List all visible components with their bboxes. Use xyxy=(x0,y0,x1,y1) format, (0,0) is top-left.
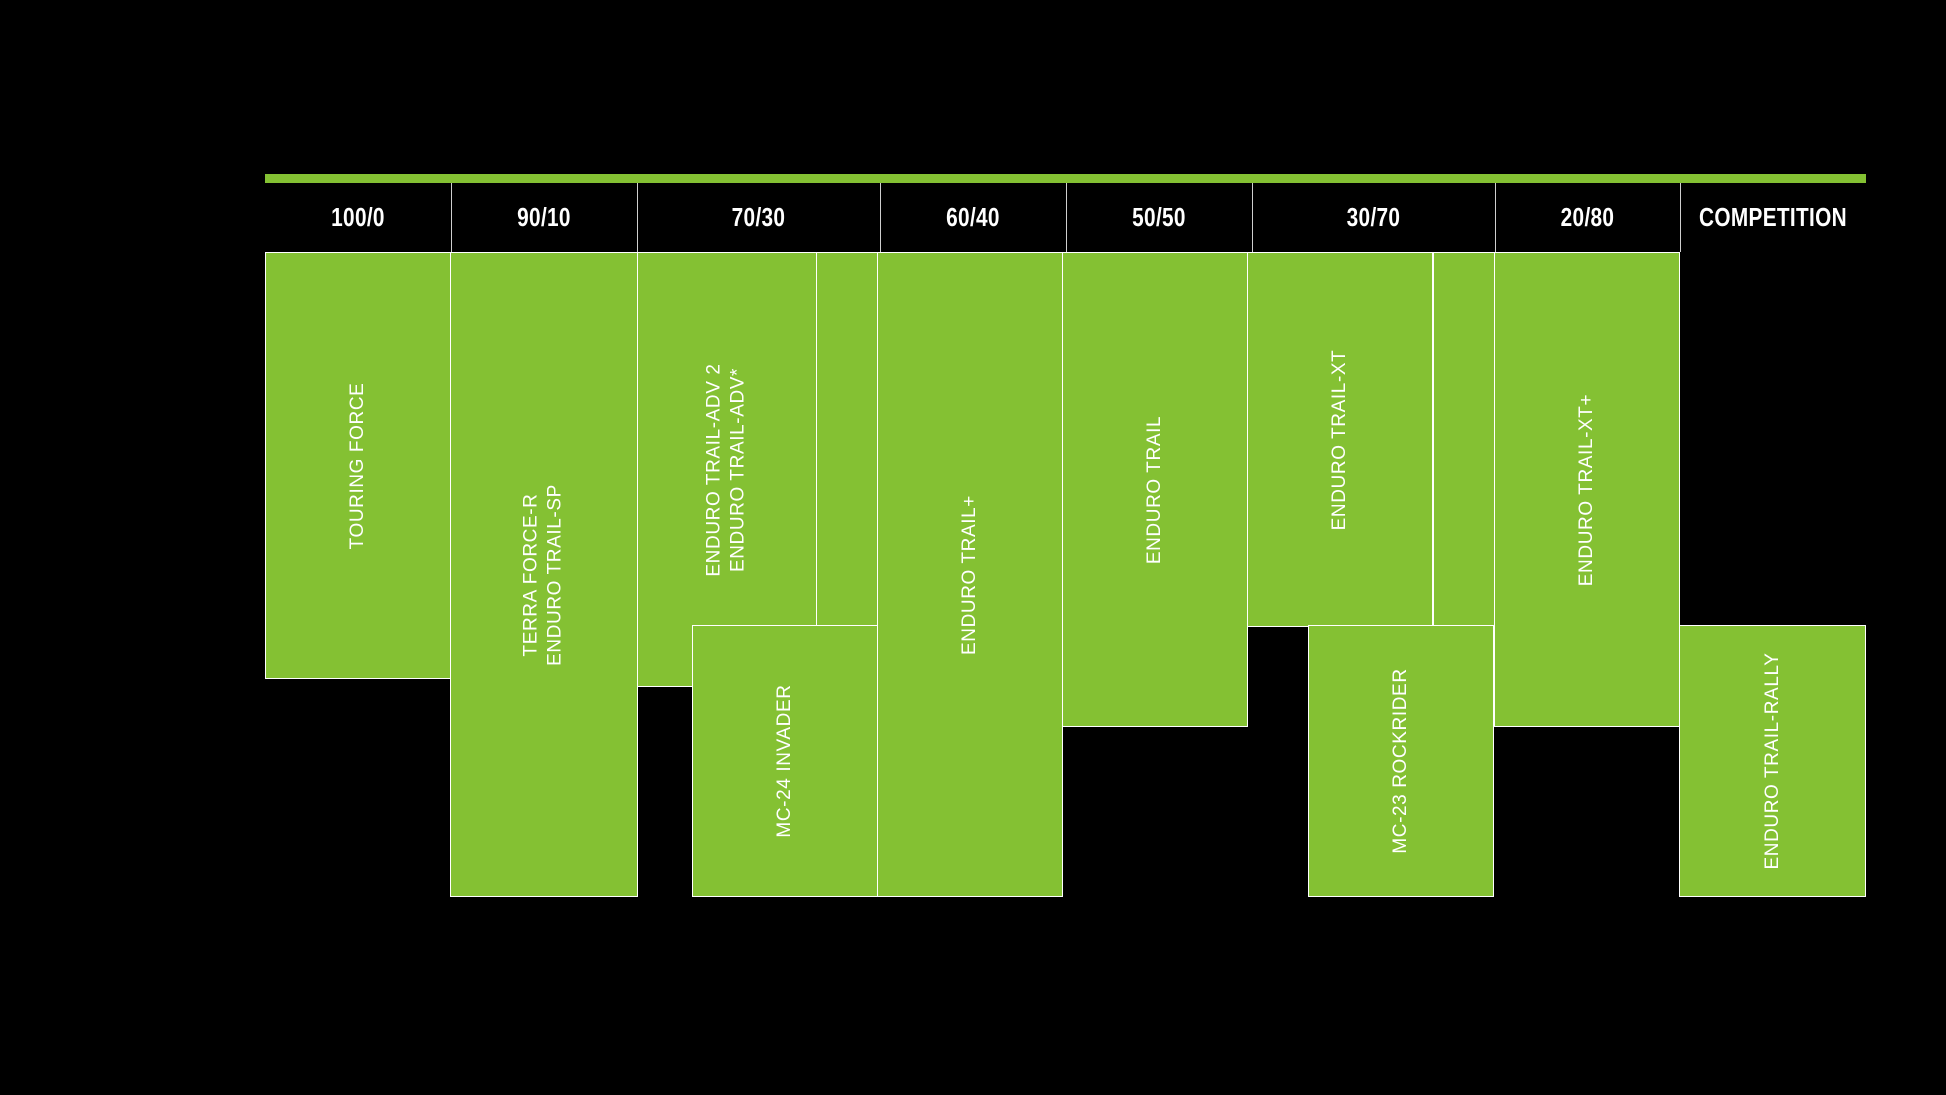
bar-mc-24-invader: MC-24 INVADER xyxy=(692,625,878,897)
bar-label: ENDURO TRAIL-XT+ xyxy=(1575,393,1597,586)
top-accent-rule xyxy=(265,174,1866,183)
header-divider xyxy=(637,183,638,252)
header-divider xyxy=(1252,183,1253,252)
bar-label-group: ENDURO TRAIL-RALLY xyxy=(1761,652,1783,869)
bar-label: TERRA FORCE-R xyxy=(520,493,542,656)
bar-enduro-trail-xt-: ENDURO TRAIL-XT+ xyxy=(1494,252,1680,727)
column-header-70-30: 70/30 xyxy=(731,202,786,232)
bar-label-group: ENDURO TRAIL+ xyxy=(959,494,981,654)
header-divider xyxy=(1495,183,1496,252)
column-header-30-70: 30/70 xyxy=(1346,202,1401,232)
column-header-60-40: 60/40 xyxy=(946,202,1000,232)
bar-label: ENDURO TRAIL-ADV 2 xyxy=(703,362,725,577)
bar-label-group: TOURING FORCE xyxy=(347,382,369,549)
column-header-competition: COMPETITION xyxy=(1699,202,1847,232)
bar-enduro-trail-: ENDURO TRAIL+ xyxy=(877,252,1063,897)
bar-label: TOURING FORCE xyxy=(346,382,368,549)
header-divider xyxy=(1680,183,1681,252)
bar-label-group: ENDURO TRAIL xyxy=(1144,415,1166,563)
column-header-20-80: 20/80 xyxy=(1560,202,1615,232)
bar-label: ENDURO TRAIL xyxy=(1143,415,1165,564)
column-header-50-50: 50/50 xyxy=(1132,202,1186,232)
column-header-band: 100/0 90/10 70/30 60/40 50/50 30/70 20/80 COMPE… xyxy=(265,183,1866,252)
bar-label: ENDURO TRAIL-RALLY xyxy=(1761,652,1783,870)
column-header-90-10: 90/10 xyxy=(517,202,571,232)
column-header-100-0: 100/0 xyxy=(331,202,385,232)
bar-filler-8 xyxy=(1433,252,1495,627)
bar-label: ENDURO TRAIL-ADV* xyxy=(728,367,749,572)
bar-enduro-trail-xt: ENDURO TRAIL-XT xyxy=(1247,252,1433,627)
bar-filler-3 xyxy=(816,252,878,627)
bar-label-group: MC-24 INVADER xyxy=(774,684,796,837)
header-divider xyxy=(451,183,452,252)
bar-mc-23-rockrider: MC-23 ROCKRIDER xyxy=(1308,625,1494,897)
bar-label: ENDURO TRAIL+ xyxy=(958,494,980,655)
bar-label-group: ENDURO TRAIL-XT+ xyxy=(1576,393,1598,585)
bar-label: MC-23 ROCKRIDER xyxy=(1389,668,1411,854)
bar-label: ENDURO TRAIL-XT xyxy=(1328,349,1350,530)
bar-label: MC-24 INVADER xyxy=(773,684,795,838)
bar-touring-force: TOURING FORCE xyxy=(265,252,451,679)
bar-enduro-trail-rally: ENDURO TRAIL-RALLY xyxy=(1679,625,1866,897)
header-divider xyxy=(1066,183,1067,252)
bar-label: ENDURO TRAIL-SP xyxy=(545,483,566,666)
bar-enduro-trail: ENDURO TRAIL xyxy=(1062,252,1248,727)
bar-label-group: MC-23 ROCKRIDER xyxy=(1390,668,1412,853)
header-divider xyxy=(880,183,881,252)
bar-label-group: ENDURO TRAIL-XT xyxy=(1329,349,1351,530)
